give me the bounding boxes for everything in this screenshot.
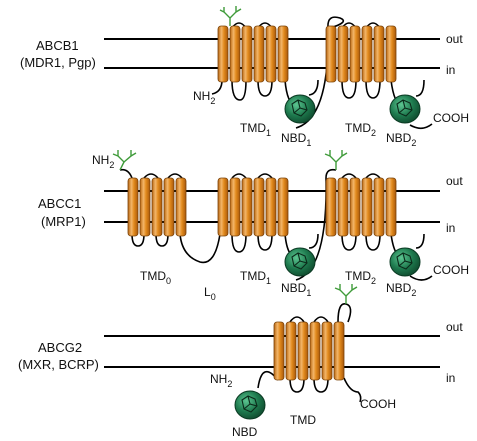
helix xyxy=(277,177,289,237)
helix xyxy=(127,177,139,237)
nbd2-abcc1 xyxy=(389,247,421,277)
nbd-label: NBD xyxy=(232,425,258,439)
helix xyxy=(265,177,277,237)
nh2-terminus-label: NH2 xyxy=(210,372,232,389)
nbd1-label: NBD1 xyxy=(281,281,311,298)
cooh-terminus-label: COOH xyxy=(433,263,469,277)
nbd-fold-icon xyxy=(291,99,308,117)
helix xyxy=(325,25,337,83)
protein-abcg2: ABCG2 (MXR, BCRP) out in xyxy=(18,284,463,439)
helix xyxy=(373,25,385,83)
tmd-helices-abcg2 xyxy=(273,321,345,381)
nbd1-label: NBD1 xyxy=(281,131,311,148)
helix xyxy=(385,25,397,83)
nbd-fold-icon xyxy=(396,252,413,270)
loops-abcg2 xyxy=(257,303,362,403)
helix xyxy=(361,177,373,237)
protein-name-abcg2: ABCG2 xyxy=(38,340,82,355)
helix xyxy=(217,177,229,237)
protein-alias-abcg2: (MXR, BCRP) xyxy=(18,357,99,372)
glycosylation-icon xyxy=(324,150,348,170)
nbd-domain-icon xyxy=(284,247,316,277)
nbd-fold-icon xyxy=(241,395,258,413)
nbd-domain-icon xyxy=(389,247,421,277)
helix xyxy=(297,321,309,381)
helix xyxy=(285,321,297,381)
nbd-abcg2 xyxy=(234,390,266,420)
tmd0-helices-abcc1 xyxy=(127,177,187,237)
tmd2-label: TMD2 xyxy=(345,121,376,138)
tmd1-label: TMD1 xyxy=(240,269,271,286)
protein-abcb1: ABCB1 (MDR1, Pgp) out in xyxy=(20,6,469,148)
tmd1-helices-abcb1 xyxy=(217,25,289,83)
in-label: in xyxy=(446,63,455,77)
nbd1-abcc1 xyxy=(284,247,316,277)
nbd-domain-icon xyxy=(284,94,316,124)
helix xyxy=(385,177,397,237)
out-label: out xyxy=(446,32,463,46)
helix xyxy=(265,25,277,83)
nh2-terminus-label: NH2 xyxy=(193,89,215,106)
tmd2-label: TMD2 xyxy=(345,269,376,286)
protein-name-abcc1: ABCC1 xyxy=(38,196,81,211)
helix xyxy=(321,321,333,381)
helix xyxy=(175,177,187,237)
nbd-fold-icon xyxy=(396,99,413,117)
helix xyxy=(217,25,229,83)
cooh-terminus-label: COOH xyxy=(360,397,396,411)
in-label: in xyxy=(446,221,455,235)
helix xyxy=(241,25,253,83)
glycosylation-icon xyxy=(219,6,242,26)
helix xyxy=(325,177,337,237)
l0-label: L0 xyxy=(204,285,216,302)
helix xyxy=(253,177,265,237)
protein-abcc1: ABCC1 (MRP1) out in xyxy=(38,150,469,302)
helix xyxy=(151,177,163,237)
tmd2-helices-abcc1 xyxy=(325,177,397,237)
helix xyxy=(361,25,373,83)
nbd1-abcb1 xyxy=(284,94,316,124)
nbd-fold-icon xyxy=(291,252,308,270)
glycosylation-icon xyxy=(112,150,137,171)
helix xyxy=(139,177,151,237)
tmd1-helices-abcc1 xyxy=(217,177,289,237)
nbd2-label: NBD2 xyxy=(386,281,416,298)
helix xyxy=(273,321,285,381)
nbd2-abcb1 xyxy=(389,94,421,124)
helix xyxy=(163,177,175,237)
helix xyxy=(309,321,321,381)
helix xyxy=(337,177,349,237)
helix xyxy=(349,177,361,237)
in-label: in xyxy=(446,371,455,385)
helix xyxy=(373,177,385,237)
helix xyxy=(229,25,241,83)
nbd-domain-icon xyxy=(234,390,266,420)
nbd-domain-icon xyxy=(389,94,421,124)
protein-alias-abcb1: (MDR1, Pgp) xyxy=(20,55,96,70)
out-label: out xyxy=(446,320,463,334)
helix xyxy=(337,25,349,83)
cooh-terminus-label: COOH xyxy=(433,111,469,125)
helix xyxy=(253,25,265,83)
helix xyxy=(277,25,289,83)
helix xyxy=(229,177,241,237)
out-label: out xyxy=(446,174,463,188)
protein-name-abcb1: ABCB1 xyxy=(36,38,79,53)
nbd2-label: NBD2 xyxy=(386,131,416,148)
tmd-label: TMD xyxy=(290,413,316,427)
helix xyxy=(241,177,253,237)
helix xyxy=(333,321,345,381)
glycosylation-icon xyxy=(334,284,358,304)
protein-alias-abcc1: (MRP1) xyxy=(41,214,86,229)
tmd0-label: TMD0 xyxy=(140,269,171,286)
nh2-terminus-label: NH2 xyxy=(92,153,114,170)
tmd1-label: TMD1 xyxy=(240,121,271,138)
tmd2-helices-abcb1 xyxy=(325,25,397,83)
helix xyxy=(349,25,361,83)
